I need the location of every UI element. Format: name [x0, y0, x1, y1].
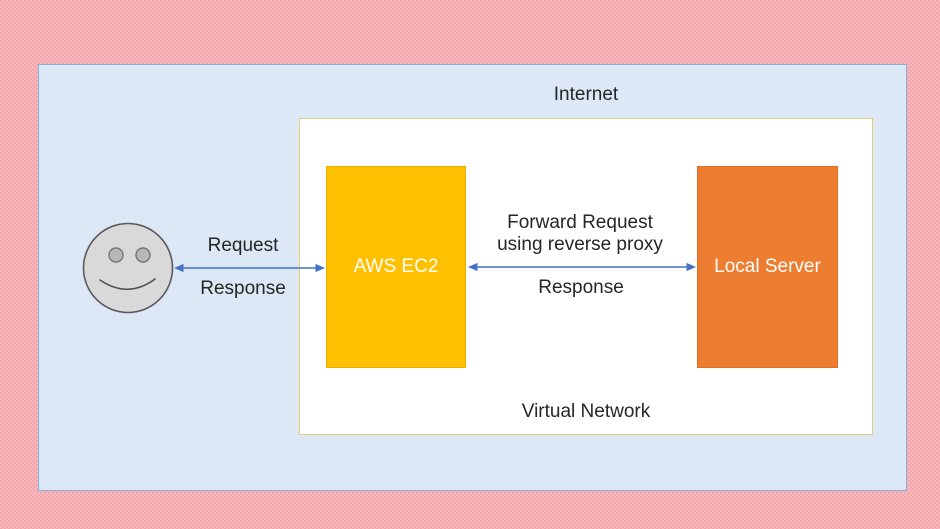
left-eye-icon — [108, 247, 124, 263]
local-server-label: Local Server — [714, 256, 821, 277]
response-proxy-label: Response — [538, 277, 624, 298]
local-server-node: Local Server — [697, 166, 838, 368]
aws-ec2-node: AWS EC2 — [326, 166, 466, 368]
aws-ec2-label: AWS EC2 — [353, 256, 439, 277]
forward-request-label: Forward Request using reverse proxy — [497, 212, 663, 255]
virtual-network-label: Virtual Network — [521, 401, 651, 422]
face-circle — [82, 222, 174, 314]
response-user-label: Response — [200, 278, 286, 299]
internet-label: Internet — [553, 84, 619, 105]
right-eye-icon — [135, 247, 151, 263]
user-smiley-face-icon — [82, 222, 174, 314]
smile-curve — [99, 278, 156, 290]
request-label: Request — [207, 235, 279, 256]
